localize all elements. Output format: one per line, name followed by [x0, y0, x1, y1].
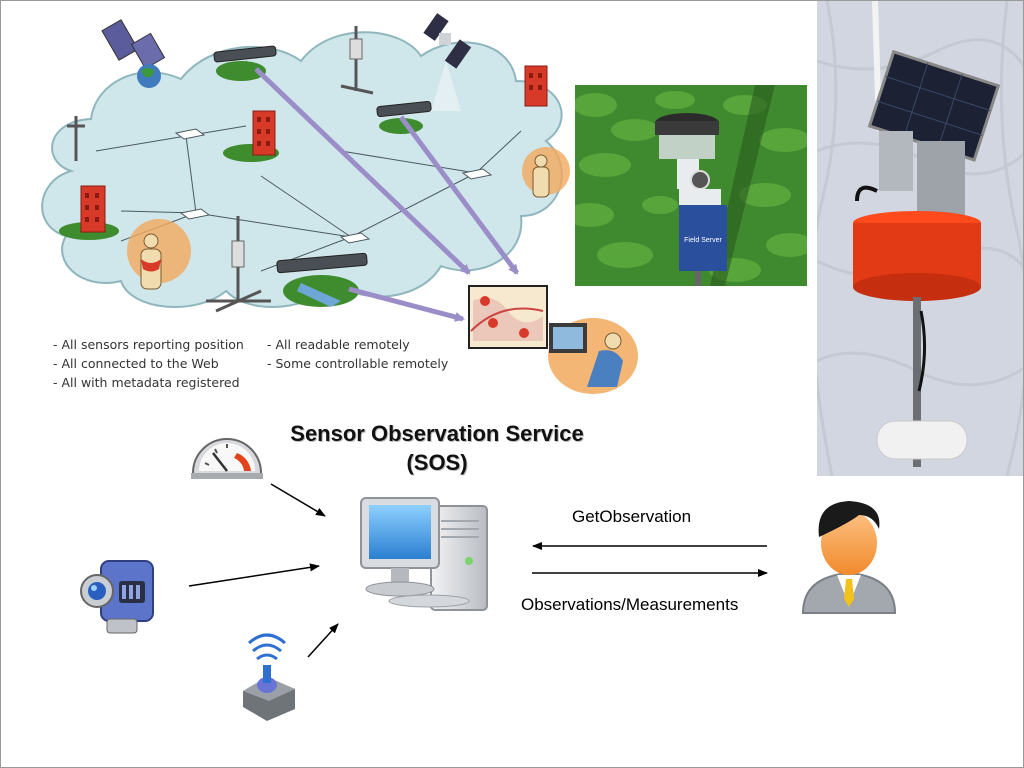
- field-server-label: Field Server: [684, 237, 722, 244]
- building-icon: [524, 65, 548, 107]
- user-icon: [801, 501, 897, 614]
- person-sensor-icon: [127, 219, 191, 290]
- data-flow-arrows: [254, 67, 520, 322]
- wireless-sensor-icon: [243, 633, 295, 721]
- camera-icon: [80, 560, 154, 634]
- buoy-device: [853, 1, 1001, 467]
- network-notes-left: - All sensors reporting position - All c…: [53, 335, 244, 392]
- sensor-web-illustration: [41, 13, 638, 394]
- note-item: - All sensors reporting position: [53, 337, 244, 352]
- gauge-icon: [191, 438, 263, 479]
- server-computer-icon: [360, 497, 488, 611]
- building-icon: [59, 185, 119, 240]
- satellite-icon: [101, 19, 166, 88]
- field-server-device: Field Server: [655, 113, 727, 286]
- network-node: [339, 232, 371, 244]
- observations-label: Observations/Measurements: [521, 595, 739, 614]
- weather-station-icon: [340, 26, 374, 95]
- network-node: [461, 168, 493, 180]
- get-observation-label: GetObservation: [572, 507, 692, 526]
- note-item: - All connected to the Web: [53, 356, 219, 371]
- building-icon: [223, 110, 279, 162]
- network-node: [179, 208, 211, 220]
- sos-title-line1: Sensor Observation Service: [290, 421, 584, 446]
- network-nodes: [174, 128, 493, 244]
- note-item: - All with metadata registered: [53, 375, 240, 390]
- satellite-icon: [423, 13, 472, 111]
- map-user-icon: [468, 285, 638, 394]
- crop-leaves: [575, 91, 807, 282]
- network-node: [174, 128, 206, 140]
- request-response-arrows: [532, 542, 768, 577]
- field-server-photo: Field Server: [575, 85, 807, 286]
- sos-title-line2: (SOS): [406, 450, 468, 475]
- note-item: - Some controllable remotely: [267, 356, 449, 371]
- weather-station-icon: [206, 216, 271, 313]
- sensor-to-sos-arrows: [188, 483, 339, 658]
- sos-title: Sensor Observation Service (SOS): [251, 419, 623, 477]
- aerial-sensor-icon: [213, 45, 277, 81]
- weather-station-icon: [67, 116, 85, 161]
- sos-diagram: [80, 438, 897, 721]
- buoy-photo: [817, 1, 1023, 476]
- person-sensor-icon: [522, 147, 570, 198]
- network-notes-right: - All readable remotely - Some controlla…: [267, 335, 448, 373]
- note-item: - All readable remotely: [267, 337, 410, 352]
- aerial-sensor-icon: [276, 252, 368, 307]
